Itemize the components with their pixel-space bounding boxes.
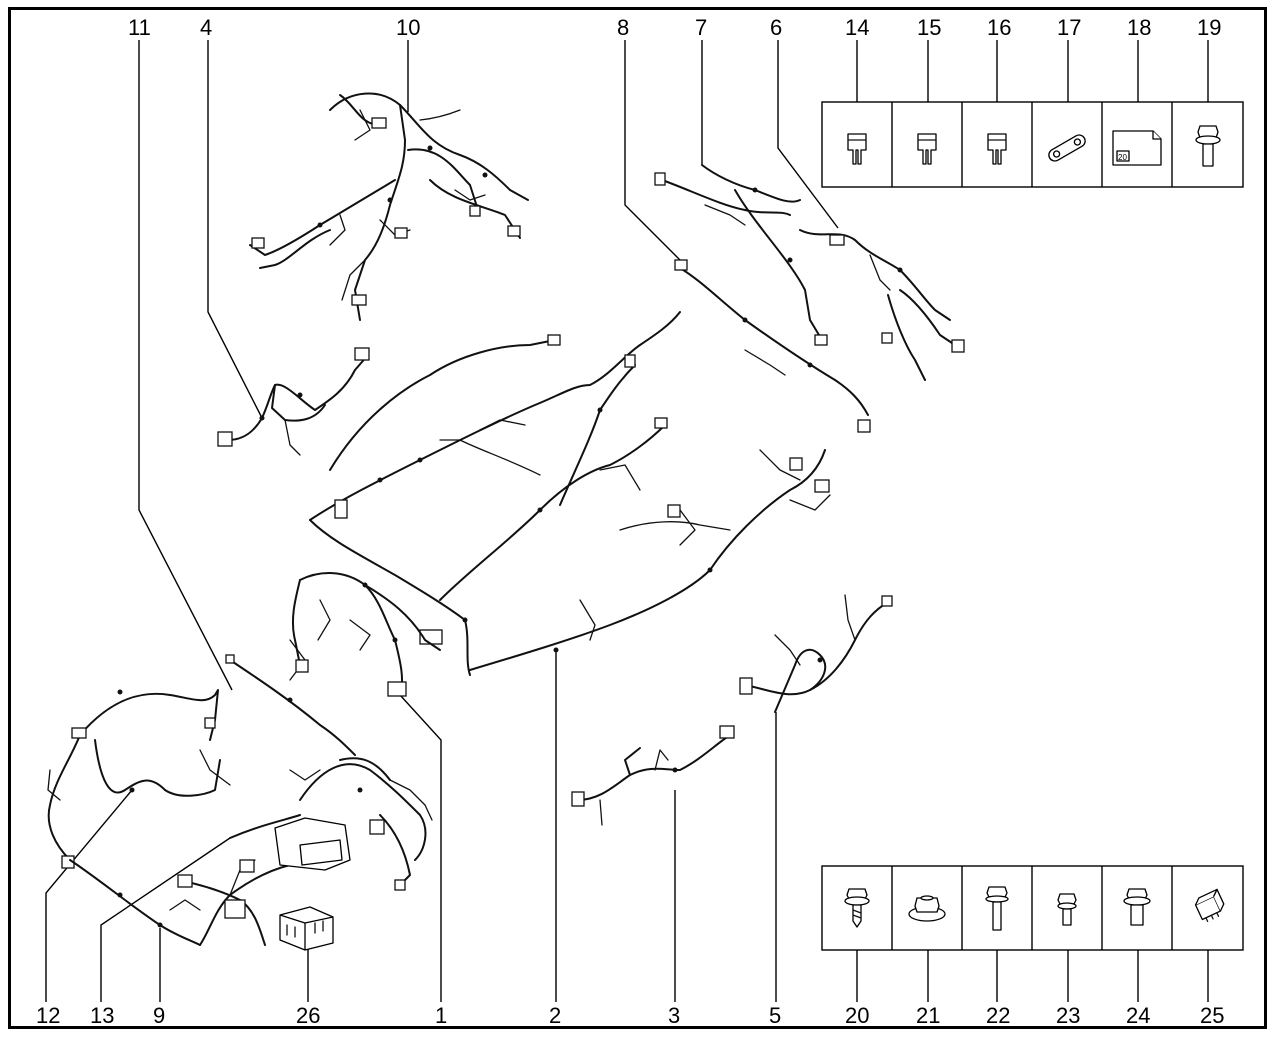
- harness-2-floor: [309, 311, 831, 676]
- self-tapping-screw-icon: [844, 888, 870, 928]
- callout-7: 7: [695, 15, 707, 40]
- flange-bolt-icon: [1123, 888, 1151, 926]
- leader-12: [45, 789, 133, 1002]
- callout-1: 1: [435, 1003, 447, 1028]
- short-bolt-icon: [1057, 893, 1077, 926]
- callout-5: 5: [769, 1003, 781, 1028]
- callout-24: 24: [1126, 1003, 1150, 1028]
- callout-11-top: 11: [128, 15, 151, 40]
- cartridge-fuse-icon: 20: [1112, 130, 1162, 166]
- harness-1-front: [289, 572, 441, 697]
- leader-13: [100, 837, 231, 1002]
- callout-8: 8: [617, 15, 629, 40]
- callout-20: 20: [845, 1003, 869, 1028]
- harness-11: [225, 654, 356, 756]
- harness-9: [69, 859, 291, 946]
- harness-7: [654, 164, 828, 346]
- flange-bolt-icon: [1195, 125, 1221, 167]
- mini-fuse-icon: [847, 133, 867, 165]
- leader-4: [207, 40, 263, 419]
- harness-6: [799, 229, 965, 381]
- callout-12: 12: [36, 1003, 60, 1028]
- leader-1: [399, 694, 442, 1002]
- callout-15: 15: [917, 15, 941, 40]
- harness-4-door: [217, 347, 370, 456]
- callout-21: 21: [916, 1003, 940, 1028]
- fusible-link-icon: [1048, 134, 1086, 162]
- leader-8: [624, 40, 686, 266]
- callout-2: 2: [549, 1003, 561, 1028]
- callout-13: 13: [90, 1003, 114, 1028]
- callout-19: 19: [1197, 15, 1221, 40]
- flange-nut-icon: [908, 895, 946, 922]
- parts-box-bottom: [821, 865, 1244, 951]
- diagram-frame: [8, 7, 1267, 1029]
- fuse-rating-label: 20: [1118, 153, 1127, 162]
- callout-3: 3: [668, 1003, 680, 1028]
- callout-4: 4: [200, 15, 212, 40]
- harness-3: [571, 725, 735, 826]
- callout-10: 10: [396, 15, 420, 40]
- callout-26: 26: [296, 1003, 320, 1028]
- mini-fuse-icon: [917, 133, 937, 165]
- callout-17: 17: [1057, 15, 1081, 40]
- bolt-icon: [985, 886, 1009, 931]
- leader-lines: [45, 40, 1209, 1002]
- leader-11: [138, 40, 233, 691]
- relay-icon: [1194, 888, 1225, 923]
- harness-12: [47, 689, 231, 869]
- harness-10-dashboard: [249, 92, 529, 321]
- callout-16: 16: [987, 15, 1011, 40]
- leader-6: [777, 40, 839, 229]
- callout-6: 6: [770, 15, 782, 40]
- connector-bracket-icon: [279, 906, 334, 951]
- mini-fuse-icon: [987, 133, 1007, 165]
- callout-25: 25: [1200, 1003, 1224, 1028]
- callout-23: 23: [1056, 1003, 1080, 1028]
- harness-8-roof: [674, 259, 871, 433]
- callout-18: 18: [1127, 15, 1151, 40]
- parts-box-top: 20: [821, 101, 1244, 188]
- callout-22: 22: [986, 1003, 1010, 1028]
- harness-13-fusebox: [229, 757, 433, 891]
- callout-9: 9: [153, 1003, 165, 1028]
- harness-5: [739, 594, 893, 713]
- callout-14: 14: [845, 15, 869, 40]
